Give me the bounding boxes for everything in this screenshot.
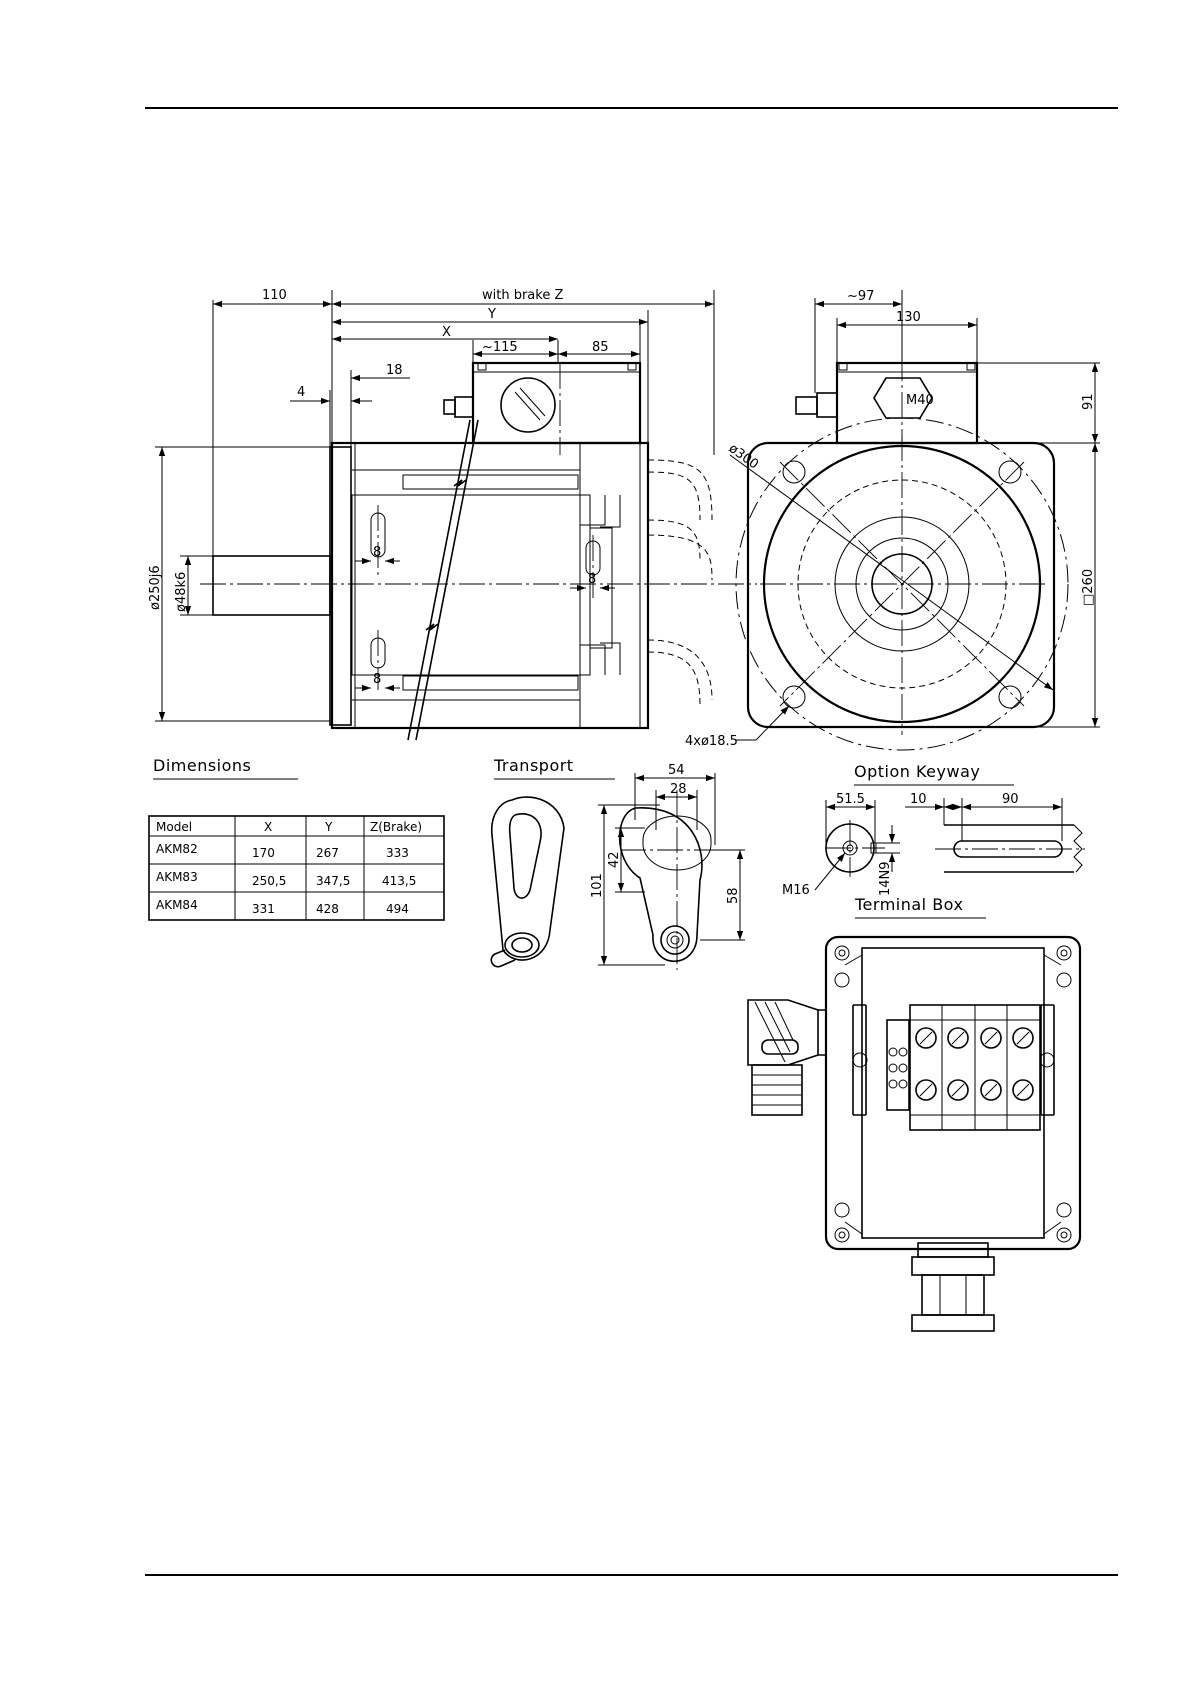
keyway-section: Option Keyway 51.5 M16 14N9 10 90 <box>782 762 1085 898</box>
terminal-box-heading: Terminal Box <box>854 895 963 914</box>
transport-dim-101: 101 <box>590 873 605 898</box>
keyway-dim-51-5: 51.5 <box>836 792 865 807</box>
table-cell: 170 <box>252 846 275 860</box>
dim-130: 130 <box>896 310 921 325</box>
table-cell: 333 <box>386 846 409 860</box>
dim-48: ø48k6 <box>174 572 189 612</box>
dim-x: X <box>442 325 451 340</box>
dim-91: 91 <box>1081 393 1096 410</box>
terminal-housing <box>826 937 1080 1249</box>
keyway-heading: Option Keyway <box>854 762 980 781</box>
table-header-x: X <box>264 820 272 834</box>
table-cell: AKM82 <box>156 842 198 856</box>
dim-250: ø250j6 <box>148 565 163 610</box>
dim-brake-z: with brake Z <box>482 288 563 303</box>
dim-4: 4 <box>297 385 305 400</box>
terminal-box-side <box>473 363 640 443</box>
m40-label: M40 <box>906 393 934 408</box>
dimensions-heading: Dimensions <box>153 756 251 775</box>
table-cell: 413,5 <box>382 874 416 888</box>
dim-300: ø300 <box>726 441 761 472</box>
transport-section: Transport 54 28 101 42 58 <box>491 756 745 970</box>
keyway-n9: 14N9 <box>878 861 893 896</box>
table-cell: 494 <box>386 902 409 916</box>
table-cell: AKM84 <box>156 898 198 912</box>
table-header-model: Model <box>156 820 192 834</box>
dim-115: ~115 <box>482 340 518 355</box>
dim-18: 18 <box>386 363 403 378</box>
keyway-dim-10: 10 <box>910 792 927 807</box>
table-header-z: Z(Brake) <box>370 820 422 834</box>
dimensions-section: Dimensions Model X Y Z(Brake) AKM82 170 … <box>149 756 444 920</box>
dim-97: ~97 <box>847 289 874 304</box>
dim-85: 85 <box>592 340 609 355</box>
dim-260: □260 <box>1081 569 1096 606</box>
table-cell: 428 <box>316 902 339 916</box>
transport-dim-28: 28 <box>670 782 687 797</box>
dim-8-lower: 8 <box>373 672 381 687</box>
dim-8-upper: 8 <box>373 545 381 560</box>
keyway-m16: M16 <box>782 883 810 898</box>
transport-dim-42: 42 <box>607 851 622 868</box>
dim-y: Y <box>487 307 496 322</box>
table-header-y: Y <box>324 820 333 834</box>
dim-holes: 4xø18.5 <box>685 734 738 749</box>
table-cell: 267 <box>316 846 339 860</box>
front-view: ø300 M40 ~97 130 91 □260 4xø18.5 <box>685 289 1100 750</box>
table-cell: 250,5 <box>252 874 286 888</box>
table-cell: AKM83 <box>156 870 198 884</box>
transport-dim-54: 54 <box>668 763 685 778</box>
terminal-box-section: Terminal Box <box>748 895 1080 1331</box>
dim-110: 110 <box>262 288 287 303</box>
transport-heading: Transport <box>493 756 574 775</box>
shaft <box>213 556 330 615</box>
table-cell: 331 <box>252 902 275 916</box>
keyway-dim-90: 90 <box>1002 792 1019 807</box>
table-cell: 347,5 <box>316 874 350 888</box>
transport-dim-58: 58 <box>726 887 741 904</box>
side-view: 110 with brake Z Y X ~115 85 18 4 ø250j6… <box>148 288 757 740</box>
dim-8-right: 8 <box>588 572 596 587</box>
